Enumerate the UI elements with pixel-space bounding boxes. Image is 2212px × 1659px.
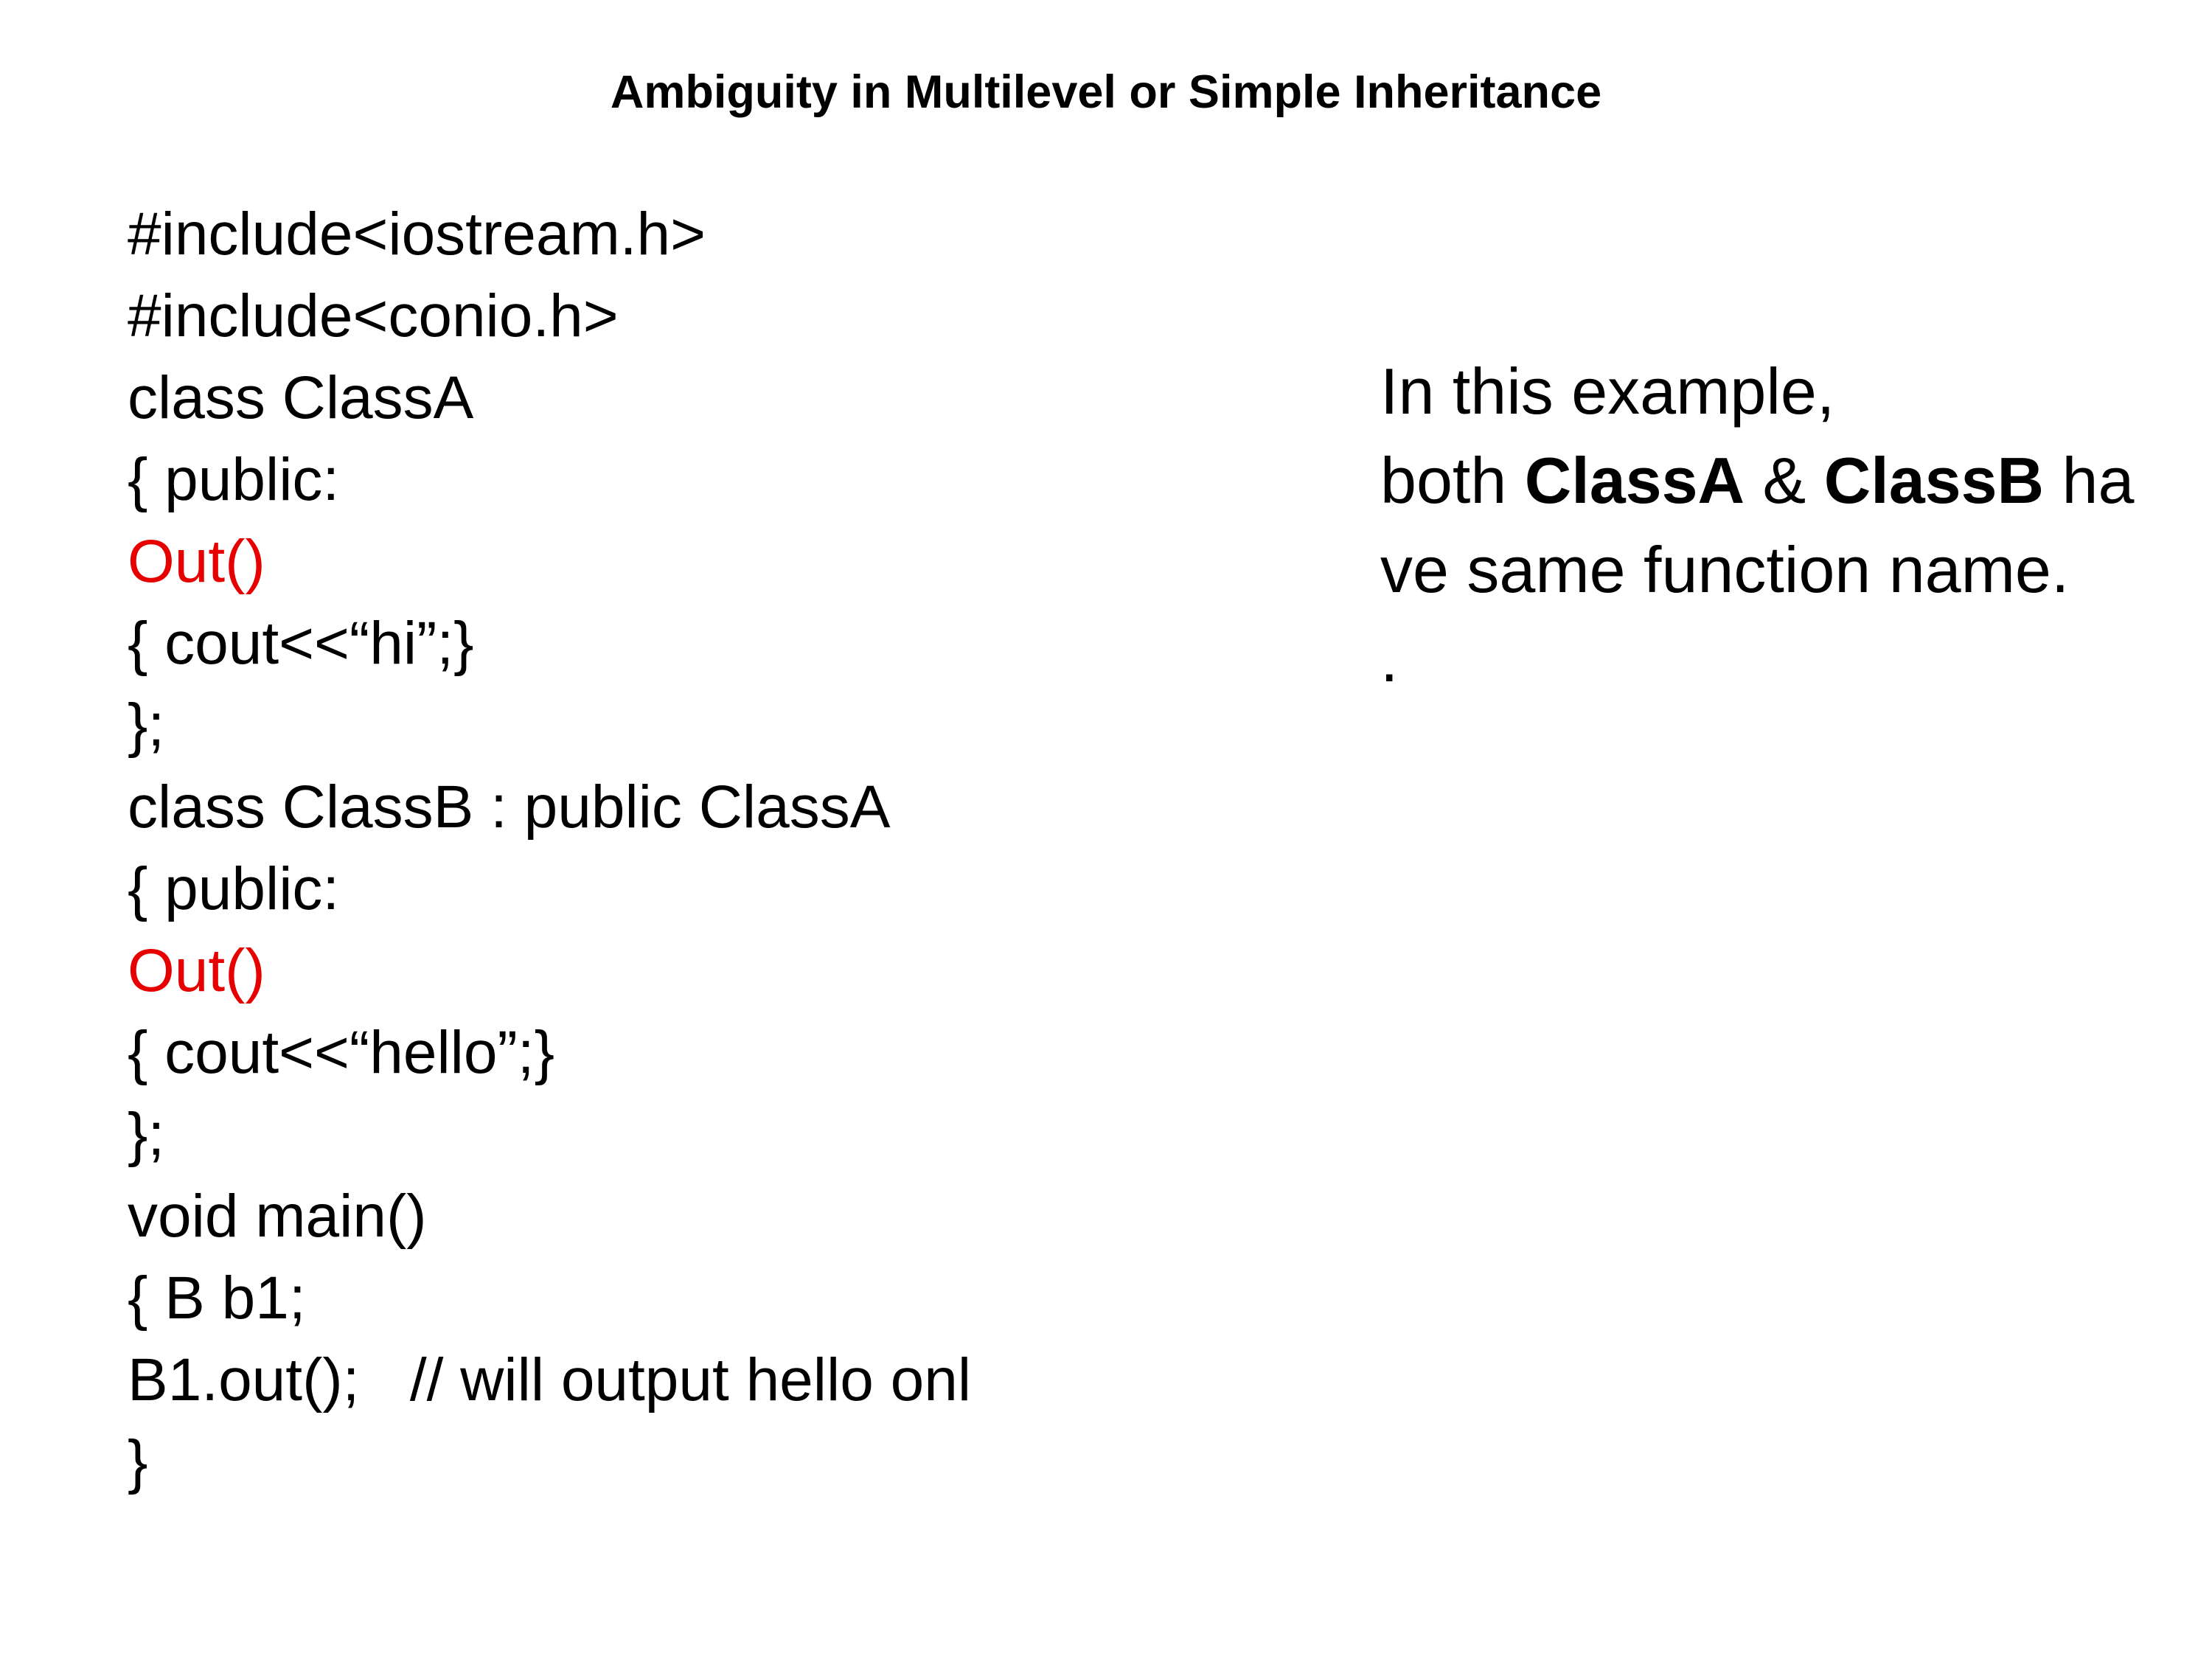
code-listing: #include<iostream.h> #include<conio.h> c… — [128, 193, 1270, 1503]
code-line-8: class ClassB : public ClassA — [128, 773, 891, 841]
code-line-12: }; — [128, 1101, 165, 1168]
explanation-line-1: In this example, — [1380, 355, 1835, 428]
code-line-13: void main() — [128, 1183, 427, 1250]
slide-title: Ambiguity in Multilevel or Simple Inheri… — [610, 66, 1602, 118]
code-line-7: }; — [128, 692, 165, 759]
code-line-3: class ClassA — [128, 364, 474, 431]
explanation-both: both — [1380, 444, 1525, 517]
class-a-name: ClassA — [1524, 444, 1745, 517]
explanation-ampersand: & — [1745, 444, 1824, 517]
code-line-1: #include<iostream.h> — [128, 201, 706, 268]
code-line-14: { B b1; — [128, 1265, 306, 1332]
explanation-line-4: . — [1380, 622, 1399, 695]
code-line-2: #include<conio.h> — [128, 282, 619, 349]
explanation-line-2: both ClassA & ClassB ha — [1380, 436, 2191, 525]
class-b-name: ClassB — [1823, 444, 2045, 517]
explanation-ha: ha — [2044, 444, 2135, 517]
code-line-9: { public: — [128, 855, 340, 922]
code-line-11: { cout<<“hello”;} — [128, 1019, 554, 1086]
code-line-6: { cout<<“hi”;} — [128, 610, 474, 677]
code-line-10: Out() — [128, 937, 265, 1004]
code-line-4: { public: — [128, 446, 340, 513]
code-line-16: } — [128, 1428, 148, 1495]
explanation-text: In this example, both ClassA & ClassB ha… — [1380, 347, 2191, 703]
explanation-line-3: ve same function name. — [1380, 533, 2070, 606]
code-line-15: B1.out(); // will output hello onl — [128, 1346, 972, 1413]
code-line-5: Out() — [128, 528, 265, 595]
